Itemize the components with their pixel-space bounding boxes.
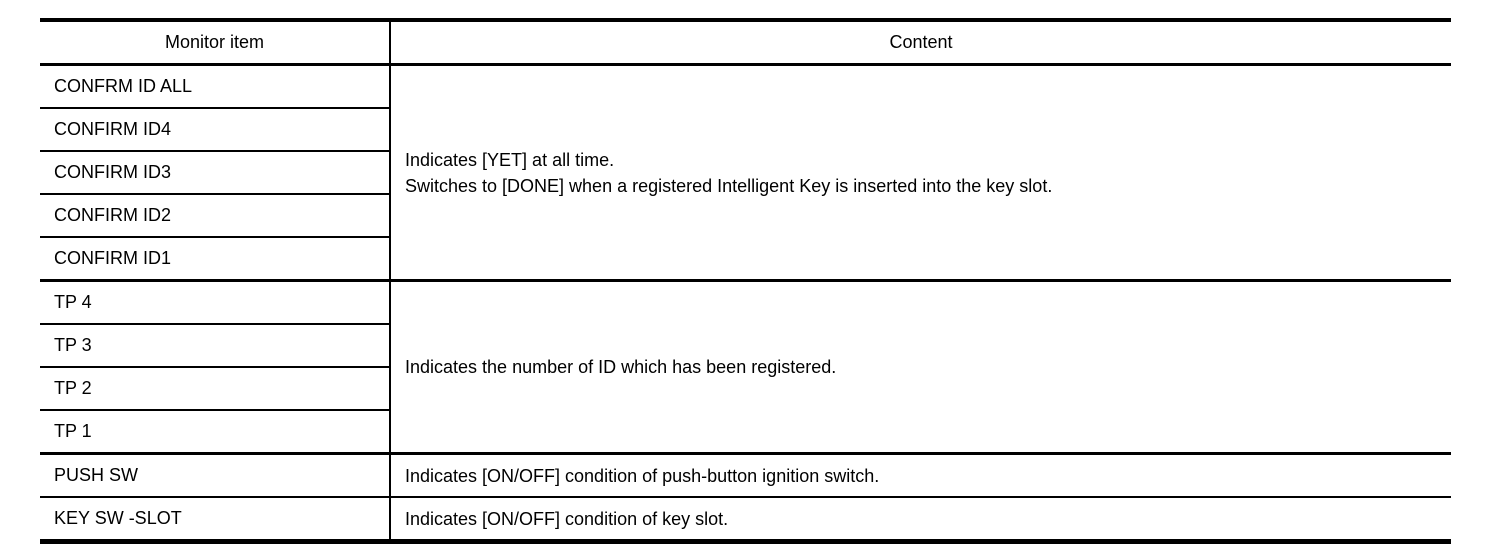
monitor-item-cell: TP 2 bbox=[40, 367, 391, 411]
content-cell: Indicates [ON/OFF] condition of key slot… bbox=[390, 497, 1451, 542]
monitor-item-cell: CONFRM ID ALL bbox=[40, 64, 391, 109]
monitor-item-cell: CONFIRM ID2 bbox=[40, 194, 391, 238]
column-header-monitor-item: Monitor item bbox=[40, 20, 391, 66]
content-cell: Indicates [ON/OFF] condition of push-but… bbox=[390, 453, 1451, 498]
table-row: KEY SW -SLOT Indicates [ON/OFF] conditio… bbox=[40, 497, 1451, 542]
monitor-item-cell: CONFIRM ID1 bbox=[40, 237, 391, 282]
monitor-item-cell: PUSH SW bbox=[40, 453, 391, 498]
table-row: CONFRM ID ALL Indicates [YET] at all tim… bbox=[40, 64, 1451, 282]
table-row: TP 1 bbox=[40, 410, 1451, 455]
monitor-content-table: Monitor item Content CONFRM ID ALL Indic… bbox=[40, 18, 1451, 544]
content-line: Indicates [YET] at all time. bbox=[405, 149, 615, 170]
table-row: CONFIRM ID2 bbox=[40, 194, 1451, 238]
table-row: TP 3 bbox=[40, 324, 1451, 368]
table-row: PUSH SW Indicates [ON/OFF] condition of … bbox=[40, 453, 1451, 498]
monitor-item-cell: CONFIRM ID4 bbox=[40, 108, 391, 152]
monitor-item-cell: TP 4 bbox=[40, 280, 391, 325]
header-row: Monitor item Content bbox=[40, 20, 1451, 66]
table-row: CONFIRM ID1 bbox=[40, 237, 1451, 282]
monitor-table-container: Monitor item Content CONFRM ID ALL Indic… bbox=[40, 18, 1451, 544]
table-row: TP 2 bbox=[40, 367, 1451, 411]
table-row: CONFIRM ID4 bbox=[40, 108, 1451, 152]
content-line: Indicates [ON/OFF] condition of key slot… bbox=[405, 508, 729, 529]
content-line: Switches to [DONE] when a registered Int… bbox=[405, 175, 1053, 196]
table-row: TP 4 Indicates the number of ID which ha… bbox=[40, 280, 1451, 455]
monitor-item-cell: TP 3 bbox=[40, 324, 391, 368]
table-row: CONFIRM ID3 bbox=[40, 151, 1451, 195]
column-header-content: Content bbox=[390, 20, 1451, 66]
content-line: Indicates the number of ID which has bee… bbox=[405, 357, 837, 377]
content-line: Indicates [ON/OFF] condition of push-but… bbox=[405, 465, 880, 486]
monitor-item-cell: CONFIRM ID3 bbox=[40, 151, 391, 195]
monitor-item-cell: TP 1 bbox=[40, 410, 391, 455]
monitor-item-cell: KEY SW -SLOT bbox=[40, 497, 391, 542]
content-cell: Indicates [YET] at all time. Switches to… bbox=[390, 64, 1451, 282]
content-cell: Indicates the number of ID which has bee… bbox=[390, 280, 1451, 455]
